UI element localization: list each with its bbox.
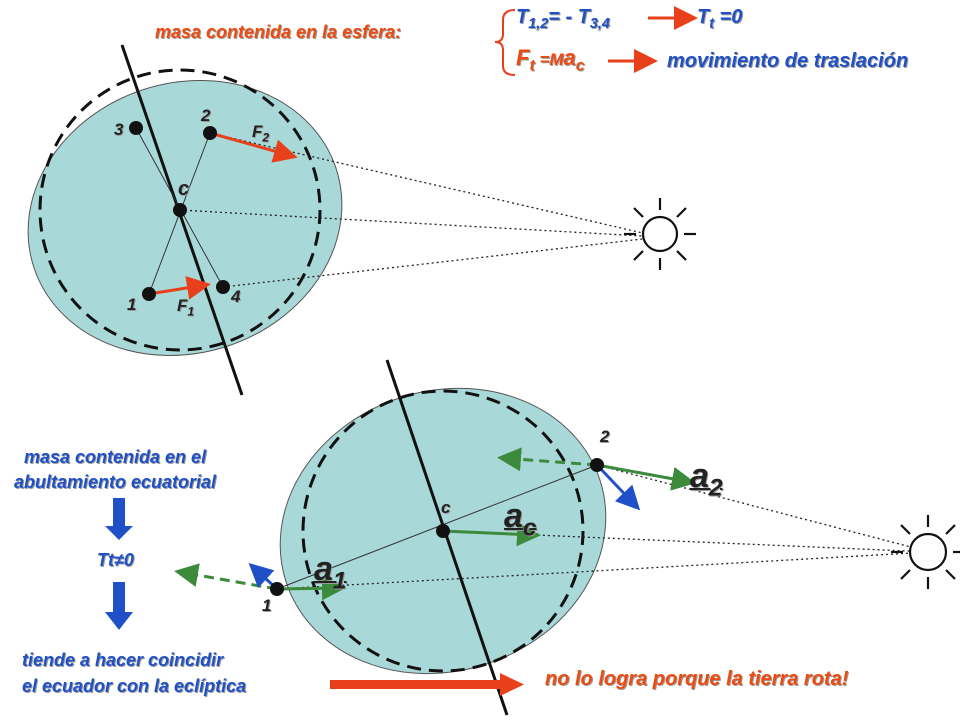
top-sun-icon: [624, 198, 696, 270]
down-arrow-2: [105, 582, 133, 630]
top-point-1-label: 1: [127, 295, 137, 314]
bottom-center-label: c: [441, 498, 451, 517]
conclusion-arrow: [330, 673, 524, 696]
top-force-f2: [209, 131, 298, 163]
top-points: [129, 121, 230, 301]
bulge-mass-label-2: abultamiento ecuatorial: [14, 472, 217, 492]
header-brace: [494, 9, 516, 76]
total-torque-zero: Tt =0: [697, 6, 743, 33]
accel-a1-label: a1: [314, 550, 347, 595]
bottom-point-1-label: 1: [262, 596, 272, 615]
top-rotation-axis: [120, 44, 244, 396]
down-arrow-1: [105, 498, 133, 540]
conclusion-label: no lo logra porque la tierra rota!: [545, 668, 849, 690]
top-force-f1-label: F1: [177, 296, 195, 319]
bottom-accel-a1: [276, 576, 346, 601]
top-point-2-label: 2: [201, 106, 211, 125]
top-force-f1: [148, 276, 211, 300]
top-point-4-label: 4: [231, 287, 241, 306]
bottom-accel-ac: [442, 522, 541, 547]
bottom-torque-arrow-2: [595, 463, 641, 511]
bulge-mass-label-1: masa contenida en el: [24, 447, 207, 467]
top-center-label: c: [178, 178, 190, 200]
bottom-equator-line: [276, 464, 598, 590]
accel-ac-label: ac: [504, 497, 537, 542]
bottom-points: [270, 458, 604, 596]
top-sphere-dashed: [38, 68, 322, 352]
bottom-accel-a2: [596, 463, 696, 491]
bottom-sphere-dashed: [301, 389, 585, 673]
torque-equation: T1,2= - T3,4: [516, 6, 610, 33]
bottom-sun-icon: [891, 515, 960, 589]
torque-nonzero-label: Tt≠0: [97, 550, 134, 570]
top-force-f2-label: F2: [252, 122, 270, 145]
bottom-rotation-axis: [385, 359, 509, 716]
translation-label: movimiento de traslación: [667, 50, 909, 72]
accel-a2-label: a2: [690, 457, 723, 502]
tends-label-1: tiende a hacer coincidir: [22, 650, 224, 670]
tends-label-2: el ecuador con la eclíptica: [22, 676, 247, 696]
bottom-point-2-label: 2: [600, 427, 610, 446]
force-equation: Ft =Mac: [516, 45, 585, 75]
top-point-3-label: 3: [114, 120, 124, 139]
sphere-mass-label: masa contenida en la esfera:: [155, 22, 402, 42]
